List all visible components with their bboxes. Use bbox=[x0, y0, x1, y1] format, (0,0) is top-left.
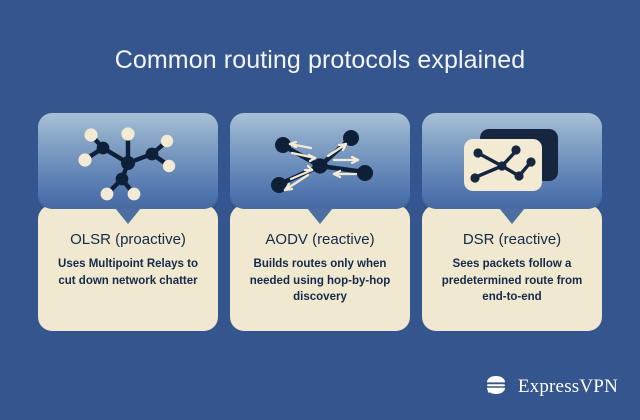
protocol-card-olsr: OLSR (proactive) Uses Multipoint Relays … bbox=[38, 113, 218, 331]
protocol-card-list: OLSR (proactive) Uses Multipoint Relays … bbox=[38, 113, 602, 331]
protocol-description: Builds routes only when needed using hop… bbox=[249, 258, 391, 304]
protocol-card-aodv: AODV (reactive) Builds routes only when … bbox=[230, 113, 410, 331]
protocol-description: Sees packets follow a predetermined rout… bbox=[441, 258, 583, 304]
bubble-tail bbox=[307, 208, 333, 224]
illustration-bubble-aodv bbox=[230, 113, 410, 224]
bubble-tail bbox=[115, 208, 141, 224]
brand-name: ExpressVPN bbox=[517, 376, 618, 397]
protocol-description: Uses Multipoint Relays to cut down netwo… bbox=[58, 258, 198, 287]
text-panel-olsr: OLSR (proactive) Uses Multipoint Relays … bbox=[38, 205, 218, 331]
protocol-name: AODV (reactive) bbox=[265, 231, 375, 248]
route-discovery-icon bbox=[258, 122, 382, 200]
page-title: Common routing protocols explained bbox=[114, 46, 526, 74]
protocol-name: DSR (reactive) bbox=[462, 231, 562, 248]
mesh-network-icon bbox=[72, 121, 184, 201]
illustration-bubble-dsr bbox=[422, 113, 602, 224]
text-panel-aodv: AODV (reactive) Builds routes only when … bbox=[230, 205, 410, 331]
packet-route-card-icon bbox=[454, 121, 570, 201]
protocol-card-dsr: DSR (reactive) Sees packets follow a pre… bbox=[422, 113, 602, 331]
text-panel-dsr: DSR (reactive) Sees packets follow a pre… bbox=[422, 205, 602, 331]
protocol-name: OLSR (proactive) bbox=[70, 231, 186, 248]
bubble-tail bbox=[499, 208, 525, 224]
brand-logo: ExpressVPN bbox=[483, 374, 618, 400]
illustration-bubble-olsr bbox=[38, 113, 218, 224]
expressvpn-logo-icon bbox=[483, 374, 509, 400]
